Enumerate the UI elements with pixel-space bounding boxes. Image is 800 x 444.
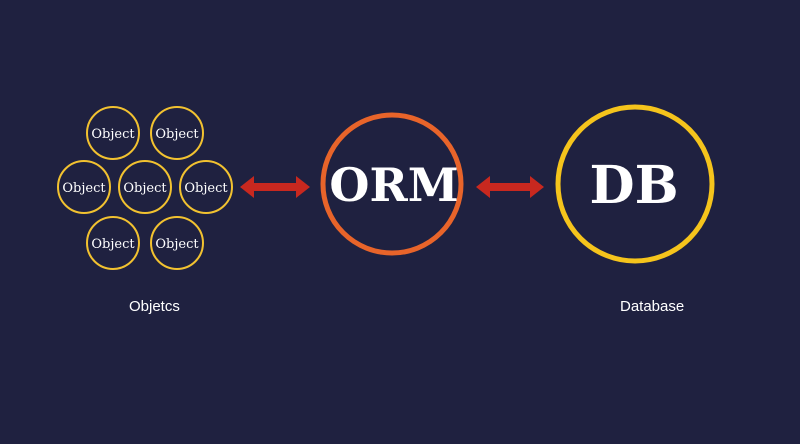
left-arrow-shape <box>240 176 310 198</box>
object-ring <box>150 106 204 160</box>
object-ring <box>86 106 140 160</box>
left-bidirectional-arrow <box>240 176 310 198</box>
object-ring <box>86 216 140 270</box>
orm-ring <box>320 112 464 256</box>
object-ring <box>179 160 233 214</box>
db-label: DB <box>589 155 678 216</box>
object-ring <box>57 160 111 214</box>
object-node: Object <box>118 160 172 214</box>
object-label: Object <box>62 181 106 196</box>
db-ring <box>555 104 715 264</box>
object-node: Object <box>86 216 140 270</box>
right-arrow-shape <box>476 176 544 198</box>
objects-caption: Objetcs <box>129 298 180 315</box>
orm-label: ORM <box>329 158 458 212</box>
database-caption: Database <box>620 298 685 315</box>
object-node: Object <box>150 216 204 270</box>
object-node: Object <box>179 160 233 214</box>
object-label: Object <box>91 127 135 142</box>
object-node: Object <box>57 160 111 214</box>
object-ring <box>118 160 172 214</box>
object-node: Object <box>150 106 204 160</box>
object-ring <box>150 216 204 270</box>
object-node: Object <box>86 106 140 160</box>
object-label: Object <box>155 127 199 142</box>
object-label: Object <box>184 181 228 196</box>
object-label: Object <box>91 237 135 252</box>
right-bidirectional-arrow <box>476 176 544 198</box>
object-label: Object <box>123 181 167 196</box>
orm-node: ORM <box>320 112 464 256</box>
object-label: Object <box>155 237 199 252</box>
db-node: DB <box>555 104 715 264</box>
